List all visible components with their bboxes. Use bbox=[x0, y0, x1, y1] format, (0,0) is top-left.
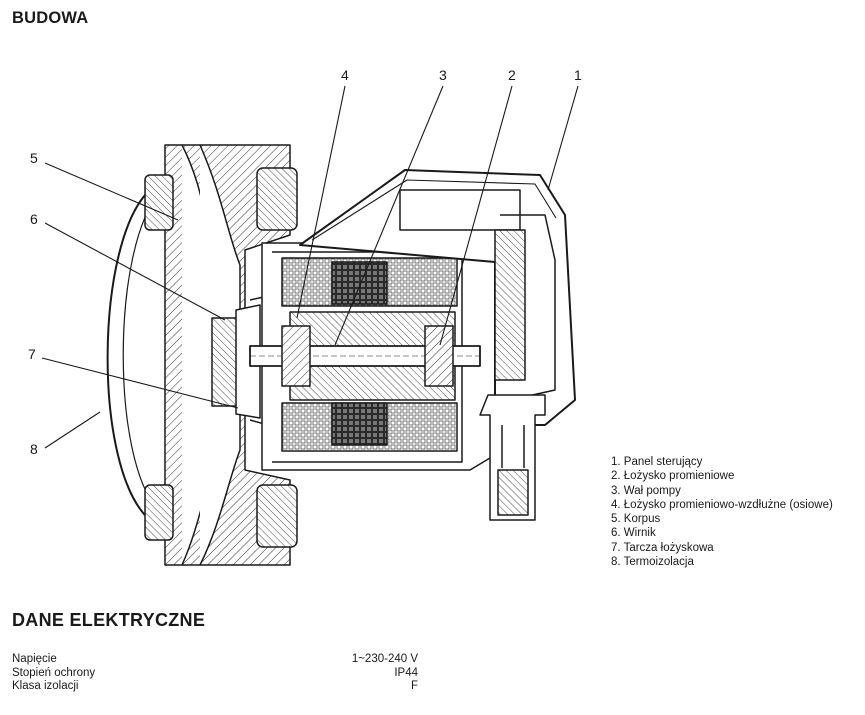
legend-item: 1. Panel sterujący bbox=[611, 456, 703, 468]
row-label: Stopień ochrony bbox=[12, 666, 96, 679]
row-value: 1~230-240 V bbox=[351, 653, 418, 665]
legend-item: 3. Wał pompy bbox=[611, 484, 681, 497]
legend-item: 6. Wirnik bbox=[611, 527, 656, 540]
callout-6: 6 bbox=[30, 211, 38, 227]
row-value: IP44 bbox=[394, 666, 418, 679]
row-label: Napięcie bbox=[12, 653, 57, 665]
legend-item: 2. Łożysko promieniowe bbox=[611, 470, 735, 483]
legend-item: 5. Korpus bbox=[611, 513, 661, 526]
electrical-data-table: Napięcie 1~230-240 V Stopień ochrony IP4… bbox=[12, 653, 418, 694]
leader-line-5 bbox=[44, 162, 179, 221]
legend-item: 4. Łożysko promieniowo-wzdłużne (osiowe) bbox=[611, 498, 833, 511]
callout-5: 5 bbox=[30, 150, 38, 166]
pump-cross-section-diagram: 1 2 3 4 5 6 7 8 bbox=[28, 67, 582, 566]
leader-line-2 bbox=[439, 85, 513, 346]
callout-3: 3 bbox=[439, 67, 447, 83]
electrical-section-title: DANE ELEKTRYCZNE bbox=[12, 610, 206, 630]
table-row: Stopień ochrony IP44 bbox=[12, 667, 418, 681]
callout-7: 7 bbox=[28, 346, 36, 362]
callout-8: 8 bbox=[30, 441, 38, 457]
row-value: F bbox=[410, 680, 418, 693]
leader-line-3 bbox=[334, 85, 444, 346]
row-label: Klasa izolacji bbox=[12, 680, 79, 693]
callout-4: 4 bbox=[341, 67, 349, 83]
table-row: Napięcie 1~230-240 V bbox=[12, 653, 418, 667]
leader-line-4 bbox=[296, 85, 346, 319]
legend-item: 8. Termoizolacja bbox=[611, 556, 694, 569]
leader-line-8 bbox=[44, 411, 101, 449]
leader-line-1 bbox=[547, 85, 579, 191]
parts-legend: 1. Panel sterujący 2. Łożysko promieniow… bbox=[611, 455, 833, 569]
section-title: BUDOWA bbox=[12, 9, 89, 27]
table-row: Klasa izolacji F bbox=[12, 680, 418, 694]
callout-1: 1 bbox=[574, 67, 582, 83]
leader-line-6 bbox=[44, 222, 226, 321]
legend-item: 7. Tarcza łożyskowa bbox=[611, 541, 714, 554]
callout-2: 2 bbox=[508, 67, 516, 83]
leader-line-7 bbox=[41, 357, 239, 409]
